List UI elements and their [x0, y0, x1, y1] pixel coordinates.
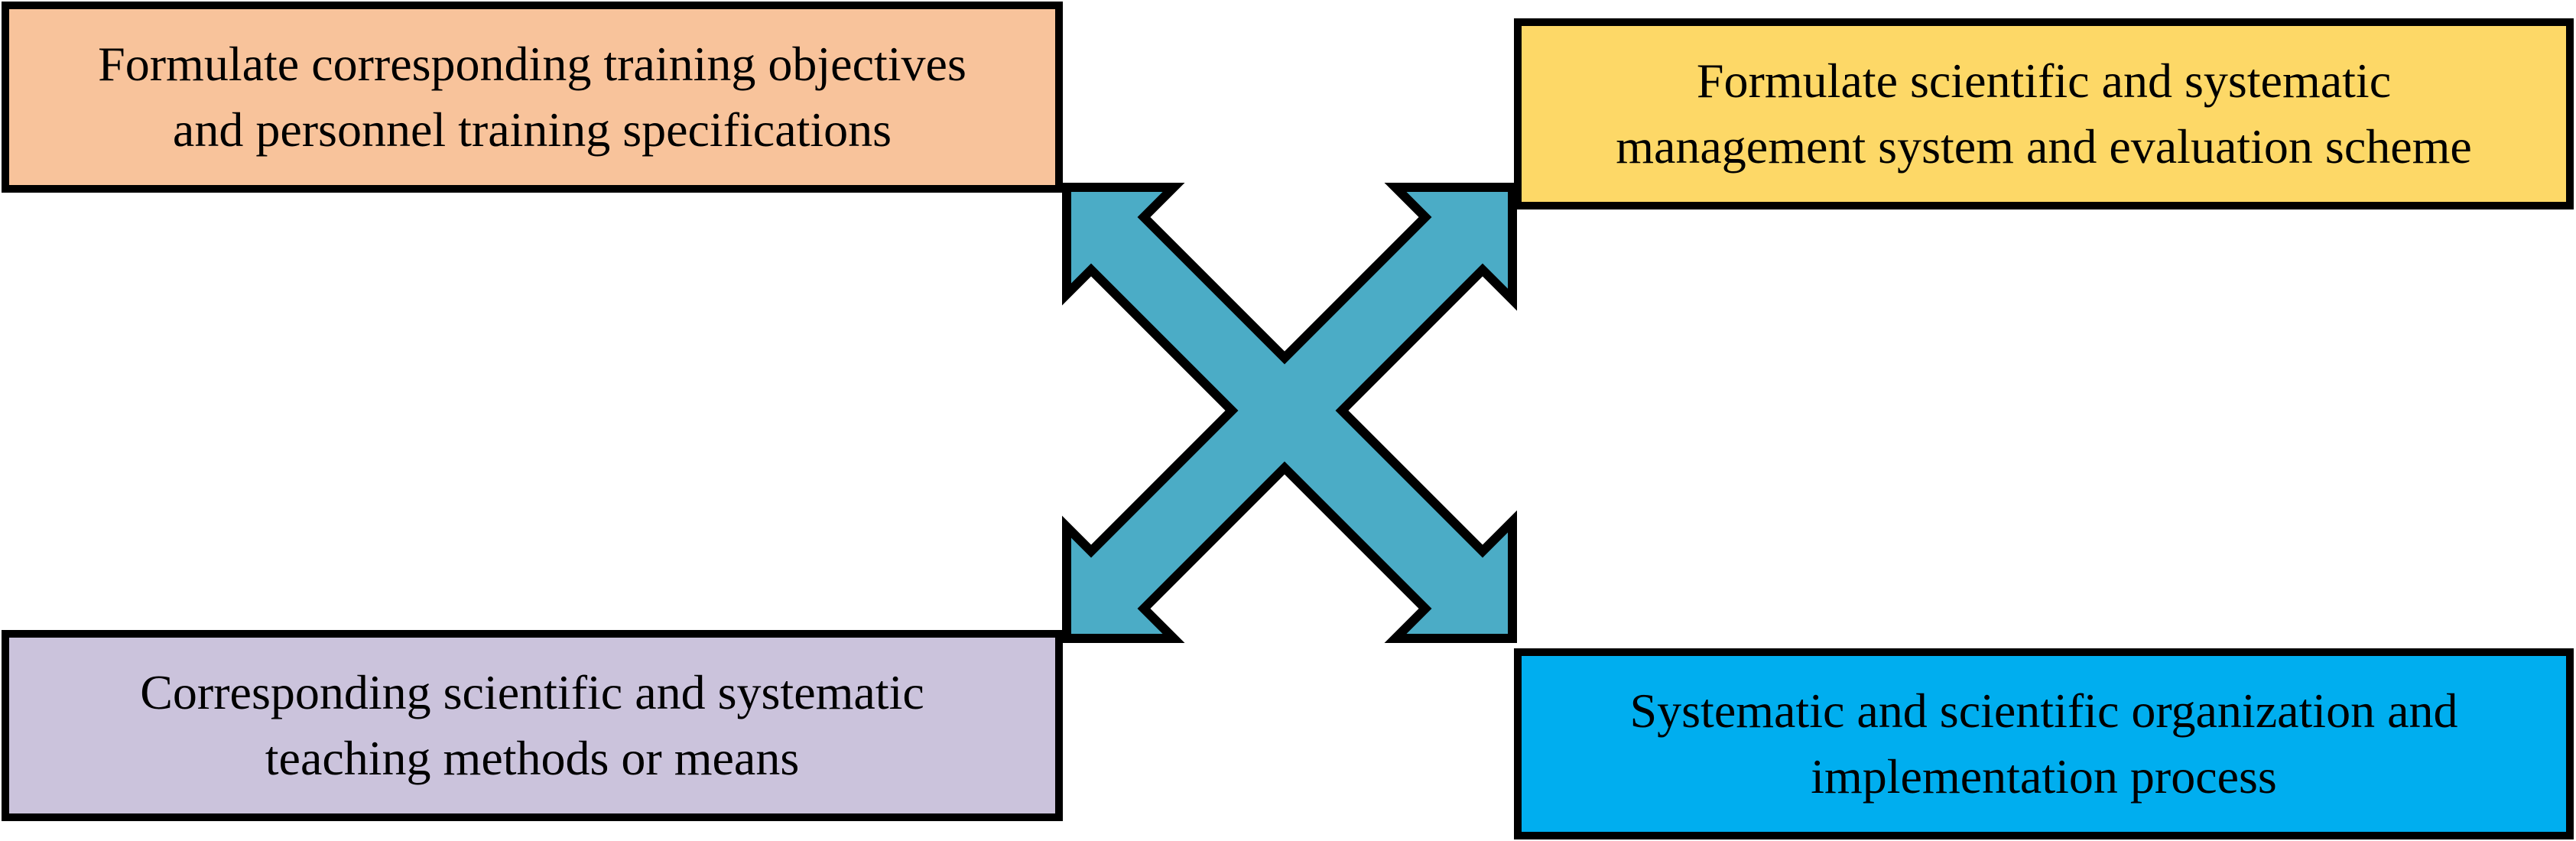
box-training-objectives-line2: and personnel training specifications: [172, 102, 892, 157]
box-implementation-process: Systematic and scientific organization a…: [1514, 648, 2574, 839]
box-implementation-process-line1: Systematic and scientific organization a…: [1629, 684, 2458, 739]
box-teaching-methods-line1: Corresponding scientific and systematic: [140, 665, 924, 720]
box-management-system-line2: management system and evaluation scheme: [1616, 119, 2472, 174]
box-training-objectives: Formulate corresponding training objecti…: [2, 2, 1063, 193]
box-training-objectives-text: Formulate corresponding training objecti…: [98, 31, 966, 163]
box-management-system-line1: Formulate scientific and systematic: [1696, 54, 2392, 109]
box-implementation-process-line2: implementation process: [1811, 749, 2277, 804]
box-teaching-methods-text: Corresponding scientific and systematic …: [140, 660, 924, 791]
cross-arrow-shape: [1062, 183, 1517, 643]
box-teaching-methods: Corresponding scientific and systematic …: [2, 630, 1063, 821]
box-management-system: Formulate scientific and systematic mana…: [1514, 18, 2574, 209]
box-training-objectives-line1: Formulate corresponding training objecti…: [98, 37, 966, 92]
box-teaching-methods-line2: teaching methods or means: [265, 731, 800, 785]
box-management-system-text: Formulate scientific and systematic mana…: [1616, 48, 2472, 180]
box-implementation-process-text: Systematic and scientific organization a…: [1630, 678, 2458, 810]
